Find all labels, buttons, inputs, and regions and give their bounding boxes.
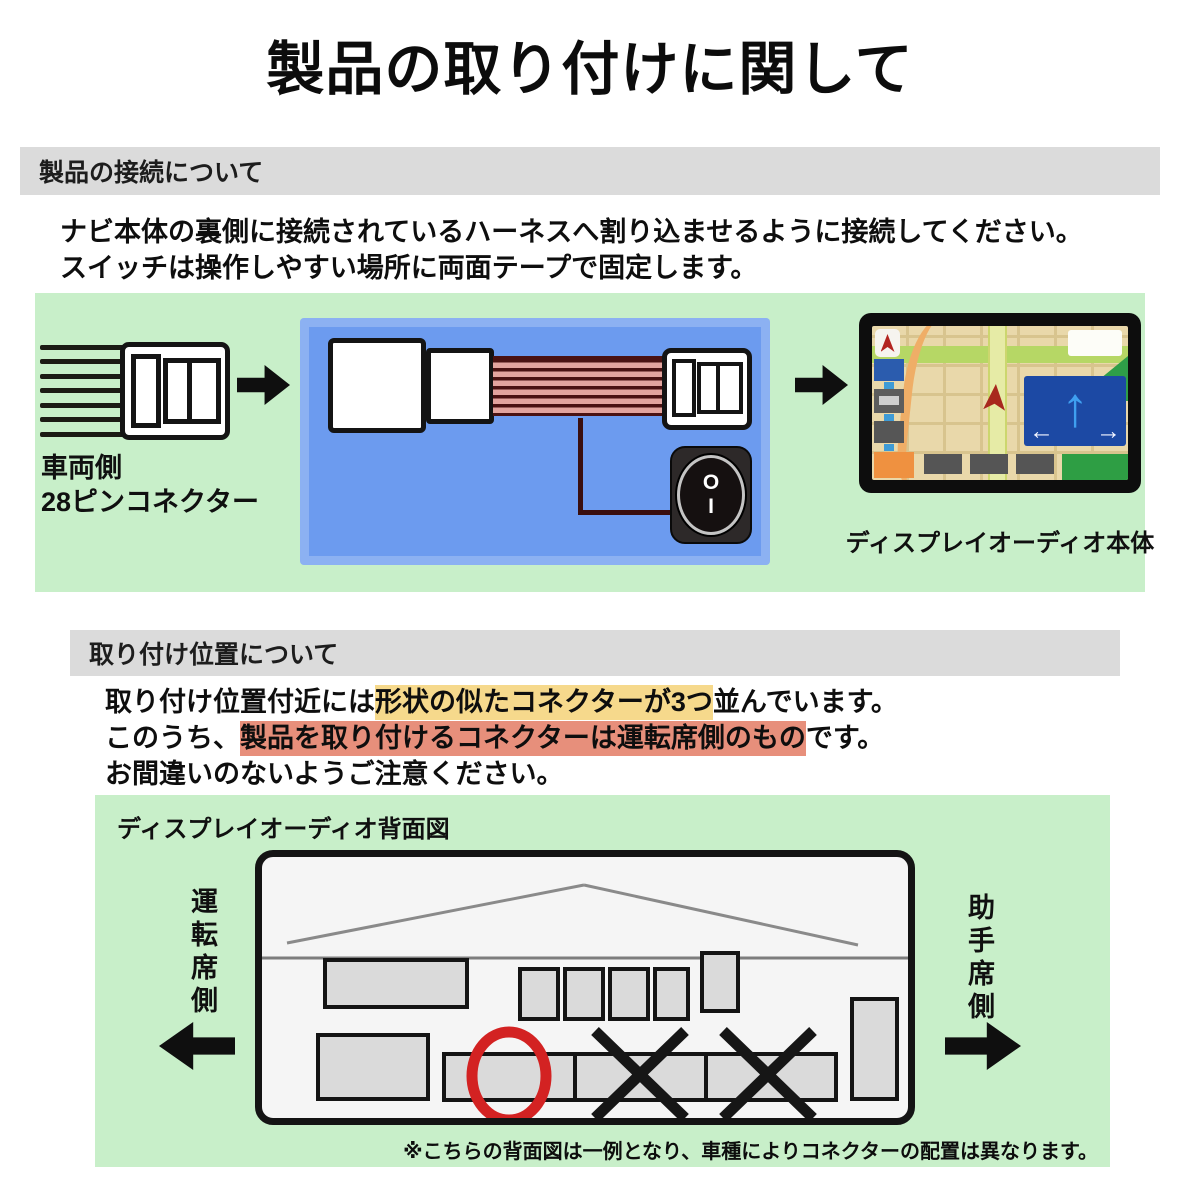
harness-connector-icon xyxy=(662,348,752,430)
map-block xyxy=(879,396,899,405)
section-header-bar-connection: 製品の接続について xyxy=(20,147,1160,195)
map-block xyxy=(884,382,894,389)
display-audio-unit: ↑ ← → xyxy=(859,313,1141,493)
sign-left-arrow-icon: ← xyxy=(1029,417,1054,445)
map-block xyxy=(874,359,904,381)
vehicle-wire xyxy=(40,359,158,364)
connector-rect-driver xyxy=(442,1052,577,1102)
connection-instructions: ナビ本体の裏側に接続されているハーネスへ割り込ませるように接続してください。 ス… xyxy=(60,214,1083,286)
display-audio-label: ディスプレイオーディオ本体 xyxy=(845,530,1155,557)
roof-line xyxy=(286,883,585,945)
harness-kit-panel: O I xyxy=(300,318,770,565)
map-block xyxy=(970,454,1008,474)
passenger-side-arrow-icon xyxy=(945,1022,1021,1070)
sign-right-arrow-icon: → xyxy=(1096,417,1121,445)
instruction-line-1: ナビ本体の裏側に接続されているハーネスへ割り込ませるように接続してください。 xyxy=(60,217,1083,247)
vehicle-side-label: 車両側 28ピンコネクター xyxy=(41,451,259,519)
rocker-switch-icon: O I xyxy=(677,455,745,535)
section-header-bar-position: 取り付け位置について xyxy=(70,630,1120,676)
line1-post: 並んでいます。 xyxy=(712,687,898,717)
vehicle-wire xyxy=(40,417,158,422)
vehicle-wire xyxy=(40,374,158,379)
highlight-salmon: 製品を取り付けるコネクターは運転席側のもの xyxy=(240,721,806,756)
map-park xyxy=(1062,454,1128,480)
connector-rect xyxy=(563,967,605,1021)
switch-wire-vertical xyxy=(578,418,583,515)
vehicle-side-label-line1: 車両側 xyxy=(41,453,122,483)
map-block xyxy=(1016,454,1054,474)
line2-pre: このうち、 xyxy=(105,723,240,753)
connector-rect xyxy=(323,958,469,1009)
vehicle-wire xyxy=(40,432,158,437)
rear-view-panel: ディスプレイオーディオ背面図 xyxy=(95,795,1110,1167)
position-line-2: このうち、製品を取り付けるコネクターは運転席側のものです。 xyxy=(105,720,898,756)
passenger-side-label: 助手席側 xyxy=(964,893,994,1025)
connector-rect xyxy=(316,1033,430,1101)
connector-rect xyxy=(518,967,560,1021)
connector-cell xyxy=(163,358,221,424)
rear-panel-svg xyxy=(262,883,908,1126)
harness-connector-box-small xyxy=(426,348,494,424)
harness-ribbon-wires xyxy=(493,356,665,416)
switch-off-glyph: O xyxy=(702,471,720,494)
sign-up-arrow-icon: ↑ xyxy=(1061,375,1089,438)
connector-rect xyxy=(653,967,690,1021)
connector-rect xyxy=(700,951,740,1013)
connector-slot xyxy=(131,354,161,428)
position-line-1: 取り付け位置付近には形状の似たコネクターが3つ並んでいます。 xyxy=(105,684,898,720)
instruction-line-2: スイッチは操作しやすい場所に両面テープで固定します。 xyxy=(60,253,758,283)
rear-view-title: ディスプレイオーディオ背面図 xyxy=(117,816,450,843)
connector-rect xyxy=(850,997,899,1101)
roof-line xyxy=(583,883,859,947)
wrong-connector-x xyxy=(719,1027,817,1122)
vehicle-connector-icon xyxy=(120,342,230,440)
position-line-3: お間違いのないようご注意ください。 xyxy=(105,759,564,789)
compass-icon xyxy=(875,329,900,357)
position-instructions: 取り付け位置付近には形状の似たコネクターが3つ並んでいます。 このうち、製品を取… xyxy=(105,684,898,792)
driver-side-arrow-icon xyxy=(159,1022,235,1070)
vehicle-wire xyxy=(40,388,158,393)
map-block xyxy=(884,414,894,421)
connection-diagram-panel: O I xyxy=(35,293,1154,592)
rear-view-note: ※こちらの背面図は一例となり、車種によりコネクターの配置は異なります。 xyxy=(403,1141,1098,1163)
wrong-connector-x xyxy=(591,1027,689,1122)
vehicle-side-label-line2: 28ピンコネクター xyxy=(41,487,259,517)
map-block xyxy=(874,421,904,443)
nav-map-screen: ↑ ← → xyxy=(872,326,1128,480)
line2-post: です。 xyxy=(805,723,885,753)
connector-slot xyxy=(672,359,696,417)
section-header-position: 取り付け位置について xyxy=(89,641,339,669)
switch-wire-horizontal xyxy=(578,510,674,515)
line1-pre: 取り付け位置付近には xyxy=(105,687,375,717)
display-audio-rear-drawing xyxy=(255,850,915,1126)
section-header-connection: 製品の接続について xyxy=(39,159,264,187)
map-block xyxy=(924,454,962,474)
flow-arrow-icon xyxy=(237,365,290,405)
map-block xyxy=(884,444,894,451)
flow-arrow-icon xyxy=(795,365,848,405)
vehicle-wire xyxy=(40,403,158,408)
harness-connector-box-large xyxy=(328,338,426,433)
highlight-yellow: 形状の似たコネクターが3つ xyxy=(375,685,713,720)
switch-on-glyph: I xyxy=(708,495,714,518)
power-switch-icon: O I xyxy=(670,446,752,544)
page-title: 製品の取り付けに関して xyxy=(266,37,914,102)
connector-rect xyxy=(608,967,650,1021)
vehicle-wire xyxy=(40,345,158,350)
map-block xyxy=(1068,330,1122,356)
driver-side-label: 運転席側 xyxy=(187,887,217,1019)
nav-direction-sign: ↑ ← → xyxy=(1024,375,1126,446)
map-block xyxy=(874,452,914,478)
connector-cell xyxy=(697,362,743,414)
